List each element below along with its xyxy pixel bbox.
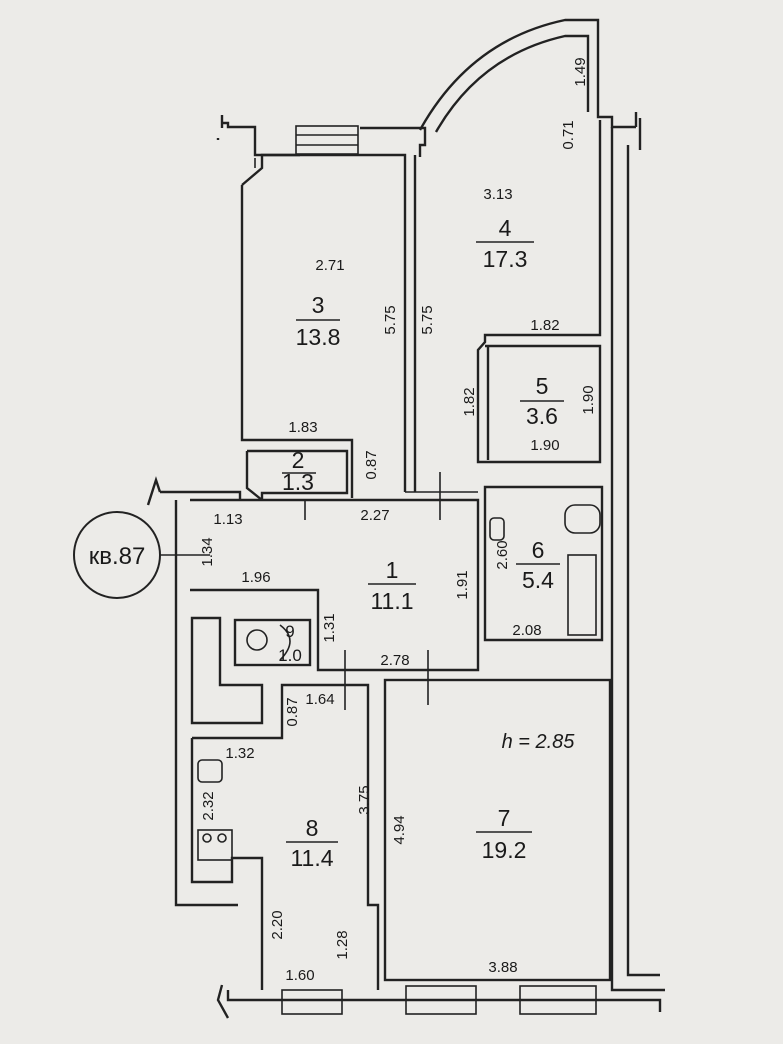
dim-bay-top: 1.49 [572,57,589,86]
dim-r4-bottom: 1.82 [530,317,559,334]
dim-entry-top: 1.13 [213,511,242,528]
ceiling-height: h = 2.85 [502,731,576,753]
room-4-area: 17.3 [483,246,528,272]
outer-walls [146,18,665,1019]
dim-r8-kitchen: 1.32 [225,745,254,762]
dim-hall-bottom: 2.78 [380,652,409,669]
dim-r8-low: 2.20 [269,910,286,939]
dim-r8-left: 2.32 [200,791,217,820]
dim-r7-bottom: 3.88 [488,959,517,976]
room-labels: 3 13.8 4 17.3 5 3.6 2 1.3 1 11.1 6 5.4 9… [278,215,564,871]
apartment-label: кв.87 [89,543,146,570]
dim-entry-side: 1.34 [199,537,216,566]
dim-r4-width: 3.13 [483,186,512,203]
dim-r6-left: 2.60 [494,540,511,569]
room-4-number: 4 [499,215,512,241]
dim-r8-win: 1.28 [334,930,351,959]
dim-r3-len: 5.75 [382,305,399,334]
room-7-area: 19.2 [482,837,527,863]
closets [190,616,264,725]
room-2-area: 1.3 [282,469,314,495]
room-1 [190,472,480,672]
room-8-number: 8 [306,815,319,841]
dim-r5-bottom: 1.90 [530,437,559,454]
room-6 [483,485,604,642]
room-3-number: 3 [312,292,325,318]
dimension-labels: 2.71 5.75 5.75 3.13 1.49 0.71 1.82 1.82 … [199,57,597,984]
room-6-area: 5.4 [522,567,554,593]
room-8-area: 11.4 [290,845,333,871]
room-1-number: 1 [386,557,399,583]
room-2-number: 2 [292,447,305,473]
dim-r8-door: 0.87 [284,697,301,726]
room-1-area: 11.1 [370,588,413,614]
dim-r8-top: 1.64 [305,691,334,708]
dim-r9-side: 1.31 [321,613,338,642]
room-5-number: 5 [536,373,549,399]
room-9 [233,618,312,667]
dim-r6-bottom: 2.08 [512,622,541,639]
dim-r2-side: 0.87 [363,450,380,479]
room-3-area: 13.8 [296,324,341,350]
dim-r8-bottom: 1.60 [285,967,314,984]
dim-r5-right: 1.90 [580,385,597,414]
windows [281,125,597,1015]
room-8 [190,650,380,990]
dim-r5-left: 1.82 [461,387,478,416]
room-7 [383,650,612,982]
dim-r2-top: 1.83 [288,419,317,436]
dim-hall-top: 2.27 [360,507,389,524]
room-3 [240,153,407,498]
room-9-number: 9 [285,622,294,641]
room-7-number: 7 [498,805,511,831]
dim-hall-right: 1.91 [454,570,471,599]
room-9-area: 1.0 [278,646,302,665]
dim-r4-len: 5.75 [419,305,436,334]
dim-corr: 1.96 [241,569,270,586]
dim-r8-right: 3.75 [356,785,373,814]
dim-bay-side: 0.71 [560,120,577,149]
room-6-number: 6 [532,537,545,563]
room-5-area: 3.6 [526,403,558,429]
room-2 [245,449,349,501]
dim-r3-width: 2.71 [315,257,344,274]
apartment-marker: кв.87 [73,511,210,599]
dim-r7-left: 4.94 [391,815,408,844]
room-4-5 [413,120,602,492]
